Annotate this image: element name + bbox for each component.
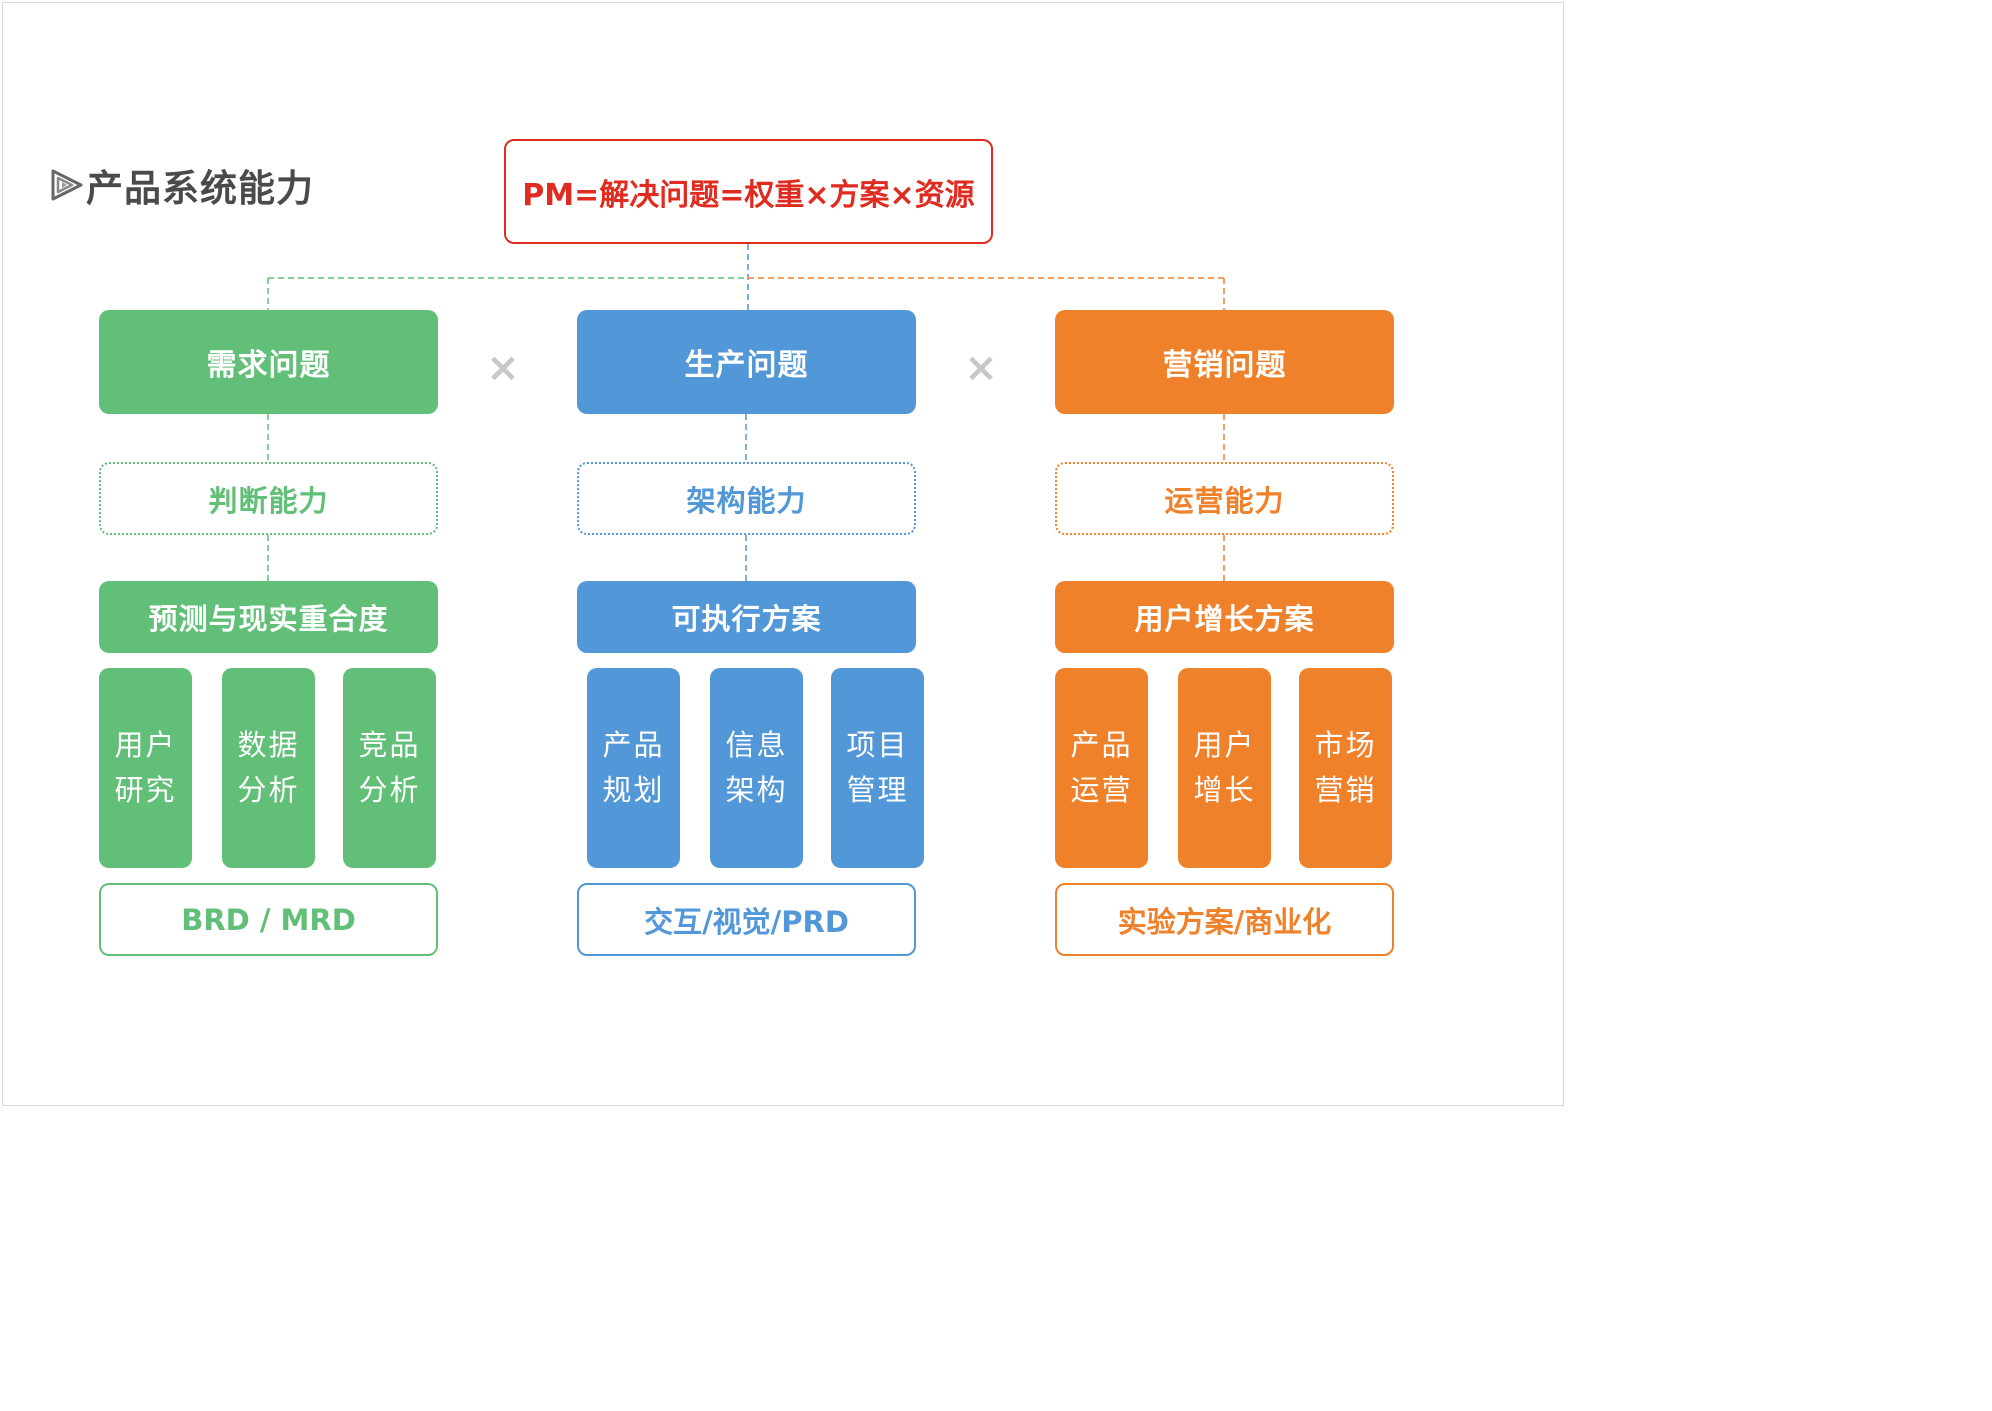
problem-box-production: 生产问题 — [577, 310, 916, 414]
connector-lines — [267, 244, 1225, 581]
skill-box: 市场 营销 — [1299, 668, 1392, 868]
skill-box: 信息 架构 — [710, 668, 803, 868]
ability-box-architecture: 架构能力 — [577, 462, 916, 535]
solution-box-production: 可执行方案 — [577, 581, 916, 653]
skill-box: 产品 规划 — [587, 668, 680, 868]
multiply-icon: × — [964, 345, 998, 391]
skill-box: 用户 研究 — [99, 668, 192, 868]
skill-box: 项目 管理 — [831, 668, 924, 868]
ability-box-judgment: 判断能力 — [99, 462, 438, 535]
play-logo-icon — [51, 169, 83, 201]
page-title: 产品系统能力 — [86, 167, 314, 210]
formula-box: PM=解决问题=权重×方案×资源 — [504, 139, 993, 244]
page-frame — [2, 2, 1564, 1106]
problem-box-marketing: 营销问题 — [1055, 310, 1394, 414]
problem-box-demand: 需求问题 — [99, 310, 438, 414]
header: 产品系统能力 — [50, 160, 314, 210]
output-box-production: 交互/视觉/PRD — [577, 883, 916, 956]
skill-box: 用户 增长 — [1178, 668, 1271, 868]
ability-box-operation: 运营能力 — [1055, 462, 1394, 535]
skill-box: 数据 分析 — [222, 668, 315, 868]
output-box-demand: BRD / MRD — [99, 883, 438, 956]
multiply-icon: × — [486, 345, 520, 391]
skill-box: 产品 运营 — [1055, 668, 1148, 868]
output-box-marketing: 实验方案/商业化 — [1055, 883, 1394, 956]
solution-box-demand: 预测与现实重合度 — [99, 581, 438, 653]
skill-box: 竞品 分析 — [343, 668, 436, 868]
solution-box-marketing: 用户增长方案 — [1055, 581, 1394, 653]
